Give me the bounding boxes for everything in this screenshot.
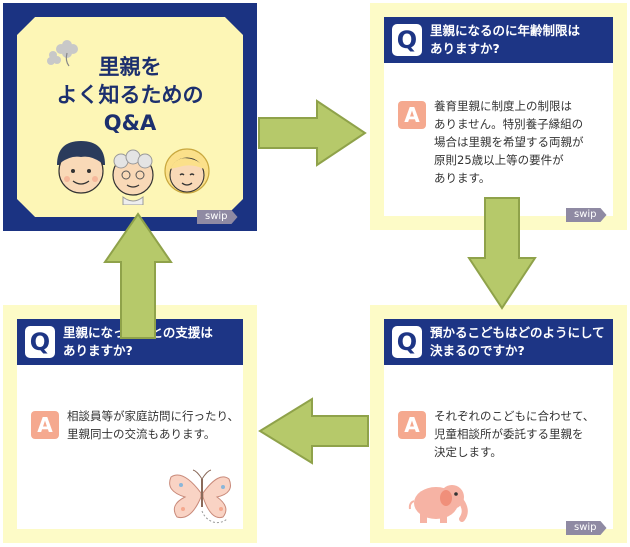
question-line: ありますか? [63,343,133,358]
qa-card-support: Q 里親になったあとの支援は ありますか? A 相談員等が家庭訪問に行ったり、 … [3,305,257,543]
answer-line: 里親同士の交流もあります。 [67,427,216,441]
arrow-right-icon [258,99,367,167]
cover-title-line: Q&A [103,111,157,135]
question-text: 預かるこどもはどのようにして 決まるのですか? [430,324,607,360]
arrow-down-icon [467,197,537,310]
qa-panel: Q 預かるこどもはどのようにして 決まるのですか? A それぞれのこどもに合わせ… [384,319,613,529]
answer-line: 場合は里親を希望する両親が [434,135,584,149]
question-line: ありますか? [430,41,500,56]
question-line: 里親になるのに年齢制限は [430,23,581,38]
question-header: Q 預かるこどもはどのようにして 決まるのですか? [384,319,613,365]
cover-title-line: 里親を [98,55,162,79]
answer-line: 原則25歳以上等の要件が [434,153,564,167]
cover-title: 里親を よく知るための Q&A [17,53,243,137]
swip-button[interactable]: swip [566,208,607,222]
cover-inner-panel: 里親を よく知るための Q&A [17,17,243,217]
cover-title-line: よく知るための [56,83,204,107]
answer-text: 養育里親に制度上の制限は ありません。特別養子縁組の 場合は里親を希望する両親が… [434,97,619,187]
swip-button[interactable]: swip [566,521,607,535]
answer-line: それぞれのこどもに合わせて、 [434,409,595,423]
swip-button[interactable]: swip [197,210,238,224]
butterfly-icon [169,469,231,524]
answer-badge: A [31,411,59,439]
question-badge: Q [392,326,422,358]
answer-line: 養育里親に制度上の制限は [434,99,572,113]
question-line: 決まるのですか? [430,343,525,358]
arrow-left-icon [258,397,369,465]
question-text: 里親になるのに年齢制限は ありますか? [430,22,607,58]
arrow-up-icon [103,212,173,339]
qa-panel: Q 里親になったあとの支援は ありますか? A 相談員等が家庭訪問に行ったり、 … [17,319,243,529]
question-line: 預かるこどもはどのようにして [430,325,605,340]
answer-text: 相談員等が家庭訪問に行ったり、 里親同士の交流もあります。 [67,407,247,443]
answer-line: あります。 [434,171,491,185]
question-header: Q 里親になるのに年齢制限は ありますか? [384,17,613,63]
elephant-icon [408,485,468,523]
qa-card-age-limit: Q 里親になるのに年齢制限は ありますか? A 養育里親に制度上の制限は ありま… [370,3,627,230]
answer-badge: A [398,101,426,129]
answer-line: ありません。特別養子縁組の [434,117,584,131]
qa-panel: Q 里親になるのに年齢制限は ありますか? A 養育里親に制度上の制限は ありま… [384,17,613,216]
family-faces-illustration [57,141,210,205]
question-badge: Q [25,326,55,358]
answer-text: それぞれのこどもに合わせて、 児童相談所が委託する里親を 決定します。 [434,407,619,461]
qa-card-placement: Q 預かるこどもはどのようにして 決まるのですか? A それぞれのこどもに合わせ… [370,305,627,543]
answer-line: 児童相談所が委託する里親を [434,427,584,441]
answer-badge: A [398,411,426,439]
question-badge: Q [392,24,422,56]
clover-icon [47,40,78,67]
answer-line: 決定します。 [434,445,502,459]
answer-line: 相談員等が家庭訪問に行ったり、 [67,409,240,423]
cover-card[interactable]: 里親を よく知るための Q&A swip [3,3,257,231]
